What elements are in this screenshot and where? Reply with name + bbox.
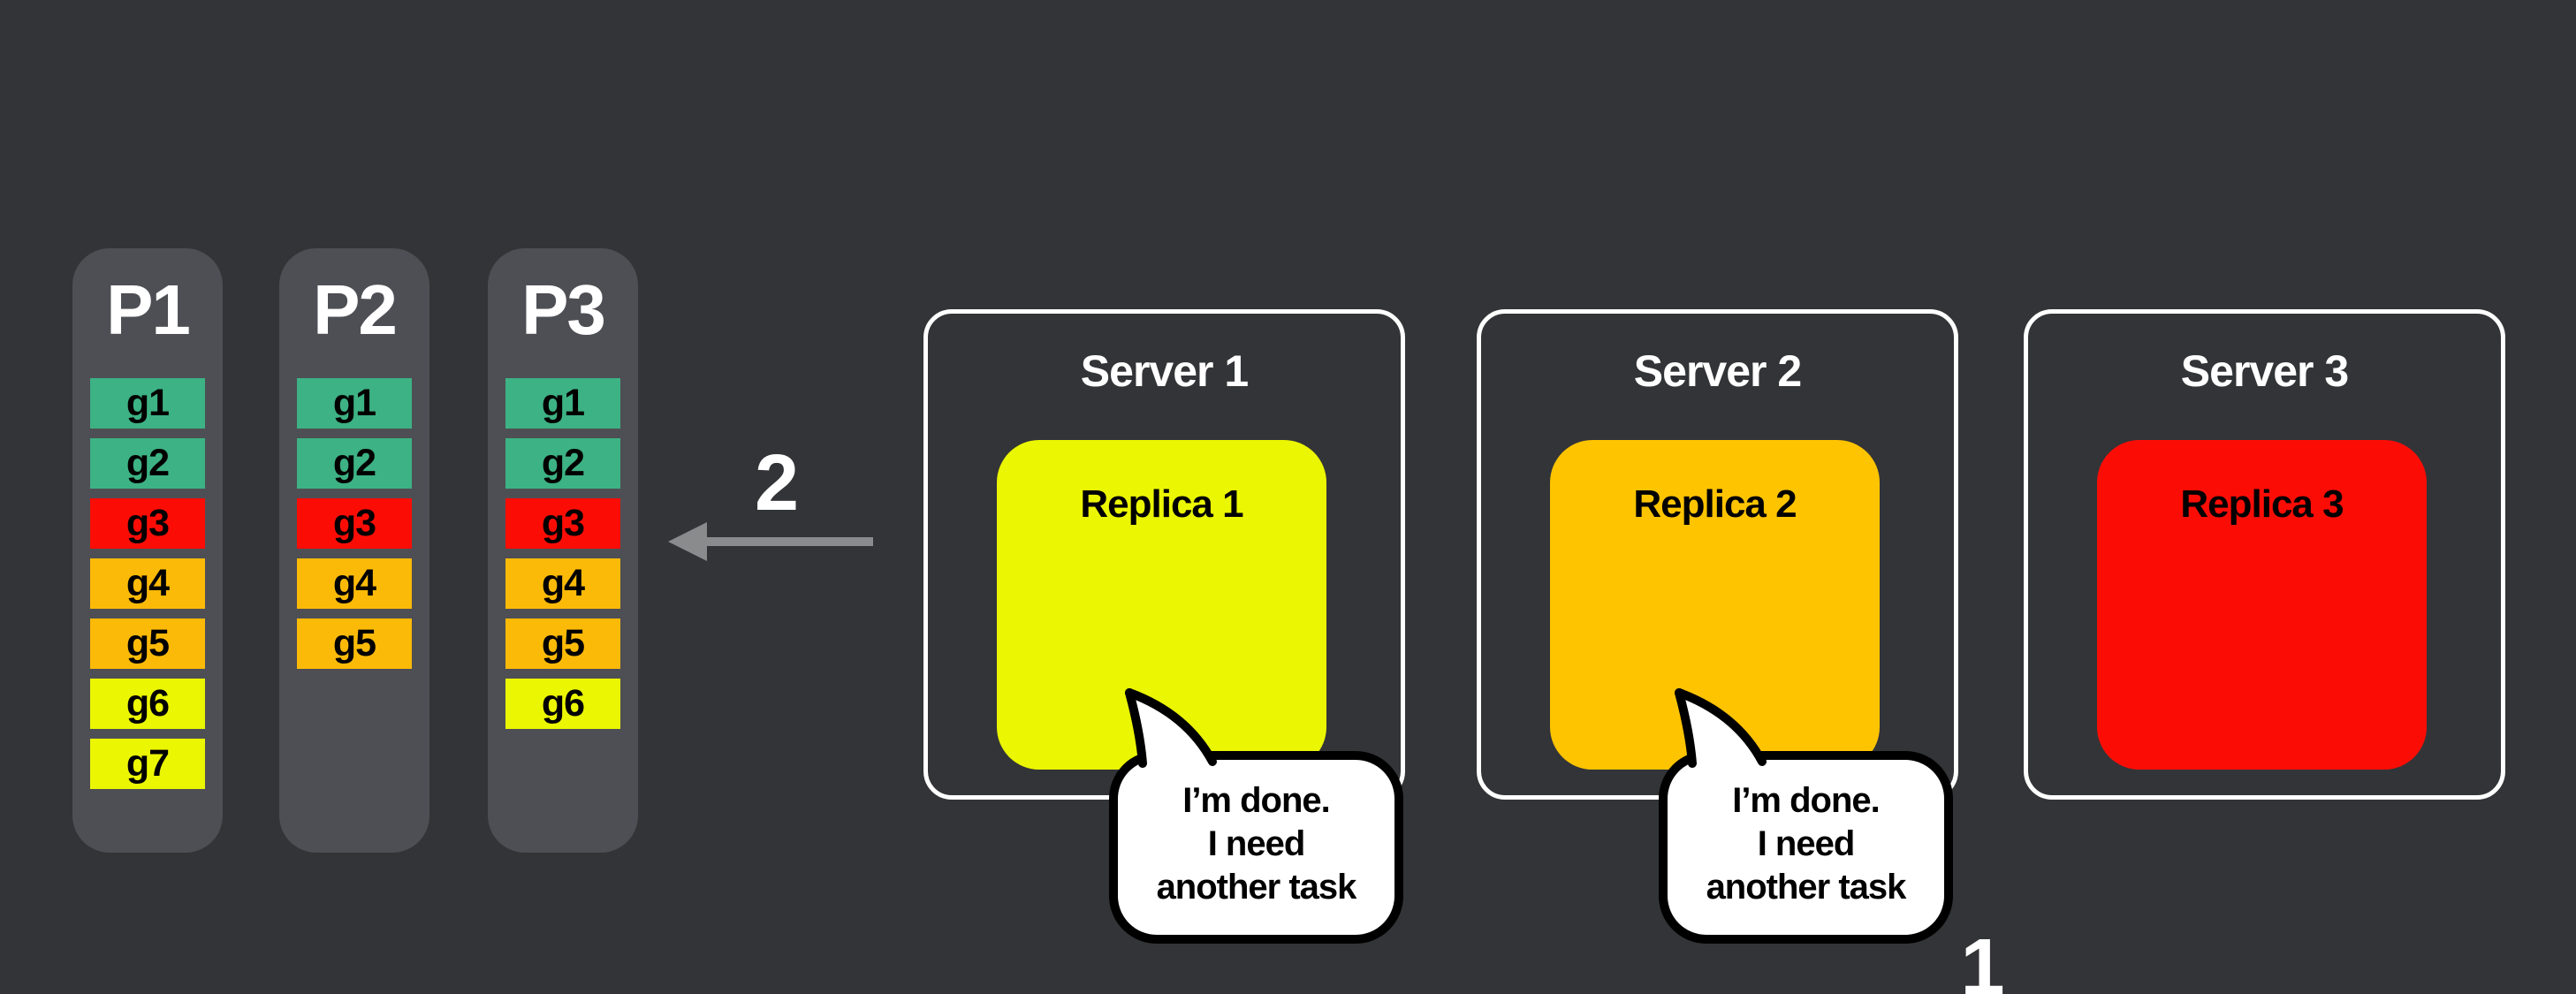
task-chip: g1 [505, 378, 620, 429]
speech-bubble-server1: I’m done. I need another task [1109, 751, 1403, 944]
partition-title: P3 [521, 270, 606, 349]
task-list: g1 g2 g3 g4 g5 [279, 378, 429, 679]
task-chip: g1 [297, 378, 412, 429]
server-1-box: Server 1 Replica 1 [923, 309, 1405, 800]
task-chip: g2 [297, 438, 412, 489]
task-chip: g4 [297, 558, 412, 609]
replica-1-box: Replica 1 [997, 440, 1326, 770]
speech-line: another task [1156, 868, 1357, 907]
speech-bubble-server2: I’m done. I need another task [1659, 751, 1953, 944]
task-chip: g4 [90, 558, 205, 609]
server-title: Server 3 [2180, 346, 2349, 396]
speech-line: I’m done. [1182, 781, 1331, 820]
speech-bubble-tail-icon [1125, 688, 1217, 770]
task-chip: g6 [90, 679, 205, 729]
replica-3-box: Replica 3 [2097, 440, 2427, 770]
server-title: Server 1 [1080, 346, 1249, 396]
step-1-label: 1 [1960, 923, 2004, 994]
speech-line: I need [1207, 824, 1306, 863]
task-list: g1 g2 g3 g4 g5 g6 [488, 378, 638, 739]
task-chip: g5 [297, 618, 412, 669]
task-chip: g1 [90, 378, 205, 429]
speech-line: another task [1706, 868, 1907, 907]
partition-column-p3: P3 g1 g2 g3 g4 g5 g6 [488, 248, 638, 853]
task-chip: g2 [505, 438, 620, 489]
replica-label: Replica 1 [1080, 482, 1243, 526]
replica-label: Replica 2 [1633, 482, 1797, 526]
server-title: Server 2 [1633, 346, 1802, 396]
partition-column-p2: P2 g1 g2 g3 g4 g5 [279, 248, 429, 853]
task-chip: g5 [505, 618, 620, 669]
task-chip: g5 [90, 618, 205, 669]
partition-title: P2 [313, 270, 398, 349]
task-list: g1 g2 g3 g4 g5 g6 g7 [72, 378, 223, 799]
task-chip: g2 [90, 438, 205, 489]
task-chip: g6 [505, 679, 620, 729]
task-chip: g3 [90, 498, 205, 549]
speech-line: I’m done. [1732, 781, 1881, 820]
task-chip: g4 [505, 558, 620, 609]
replica-label: Replica 3 [2180, 482, 2344, 526]
partition-title: P1 [106, 270, 191, 349]
speech-line: I need [1757, 824, 1856, 863]
step-2-label: 2 [754, 439, 799, 527]
speech-bubble-tail-icon [1675, 688, 1767, 770]
task-chip: g7 [90, 739, 205, 789]
task-chip: g3 [297, 498, 412, 549]
server-3-box: Server 3 Replica 3 [2024, 309, 2505, 800]
task-chip: g3 [505, 498, 620, 549]
arrow-left-icon [668, 522, 873, 561]
partition-column-p1: P1 g1 g2 g3 g4 g5 g6 g7 [72, 248, 223, 853]
